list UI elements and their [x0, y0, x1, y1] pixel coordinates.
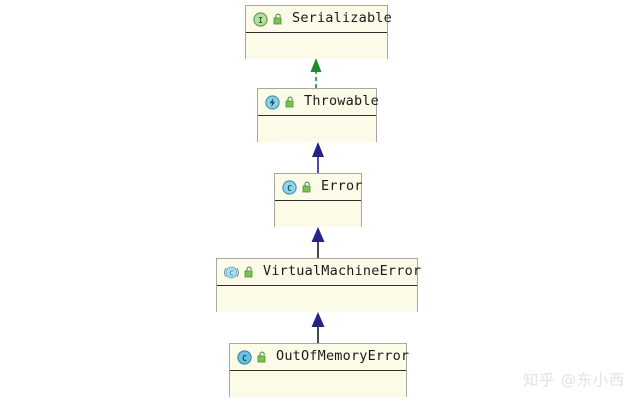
- uml-node-title: Error: [321, 178, 363, 195]
- watermark: 知乎 @东小西: [523, 371, 625, 389]
- uml-node-members: [217, 286, 417, 312]
- edge-outofmemoryerror-extends-virtualmachineerror: [311, 312, 325, 343]
- public-visibility-icon: [301, 181, 312, 193]
- public-visibility-icon: [243, 266, 254, 278]
- edge-throwable-implements-serializable: [310, 58, 322, 88]
- public-visibility-icon: [284, 96, 295, 108]
- abstract-class-icon: C: [224, 265, 239, 280]
- uml-node-title: Throwable: [304, 93, 379, 110]
- class-icon: C: [282, 179, 297, 195]
- uml-node-title: OutOfMemoryError: [276, 348, 410, 365]
- uml-node-header: I Serializable: [246, 6, 392, 33]
- uml-node-throwable[interactable]: Throwable: [257, 88, 379, 142]
- uml-node-title: Serializable: [292, 10, 392, 27]
- uml-node-members: [230, 371, 406, 397]
- uml-node-header: C OutOfMemoryError: [230, 344, 410, 371]
- uml-node-header: Throwable: [258, 89, 379, 116]
- uml-node-error[interactable]: C Error: [274, 173, 362, 227]
- uml-node-members: [275, 201, 361, 227]
- uml-node-header: C VirtualMachineError: [217, 259, 421, 286]
- uml-node-title: VirtualMachineError: [263, 263, 422, 280]
- uml-node-members: [258, 116, 376, 142]
- public-visibility-icon: [256, 351, 267, 363]
- edge-error-extends-throwable: [312, 142, 324, 173]
- uml-node-header: C Error: [275, 174, 363, 201]
- svg-text:C: C: [229, 268, 233, 277]
- exception-class-icon: [265, 94, 280, 110]
- uml-node-virtualmachineerror[interactable]: C VirtualMachineError: [216, 258, 421, 312]
- class-icon: C: [237, 349, 252, 365]
- uml-node-members: [246, 33, 387, 59]
- interface-icon: I: [253, 11, 268, 27]
- uml-node-serializable[interactable]: I Serializable: [245, 5, 392, 59]
- edge-virtualmachineerror-extends-error: [311, 227, 325, 258]
- svg-text:C: C: [242, 354, 247, 363]
- svg-text:I: I: [258, 16, 263, 25]
- uml-node-outofmemoryerror[interactable]: C OutOfMemoryError: [229, 343, 410, 397]
- svg-text:C: C: [287, 184, 292, 193]
- public-visibility-icon: [272, 13, 283, 25]
